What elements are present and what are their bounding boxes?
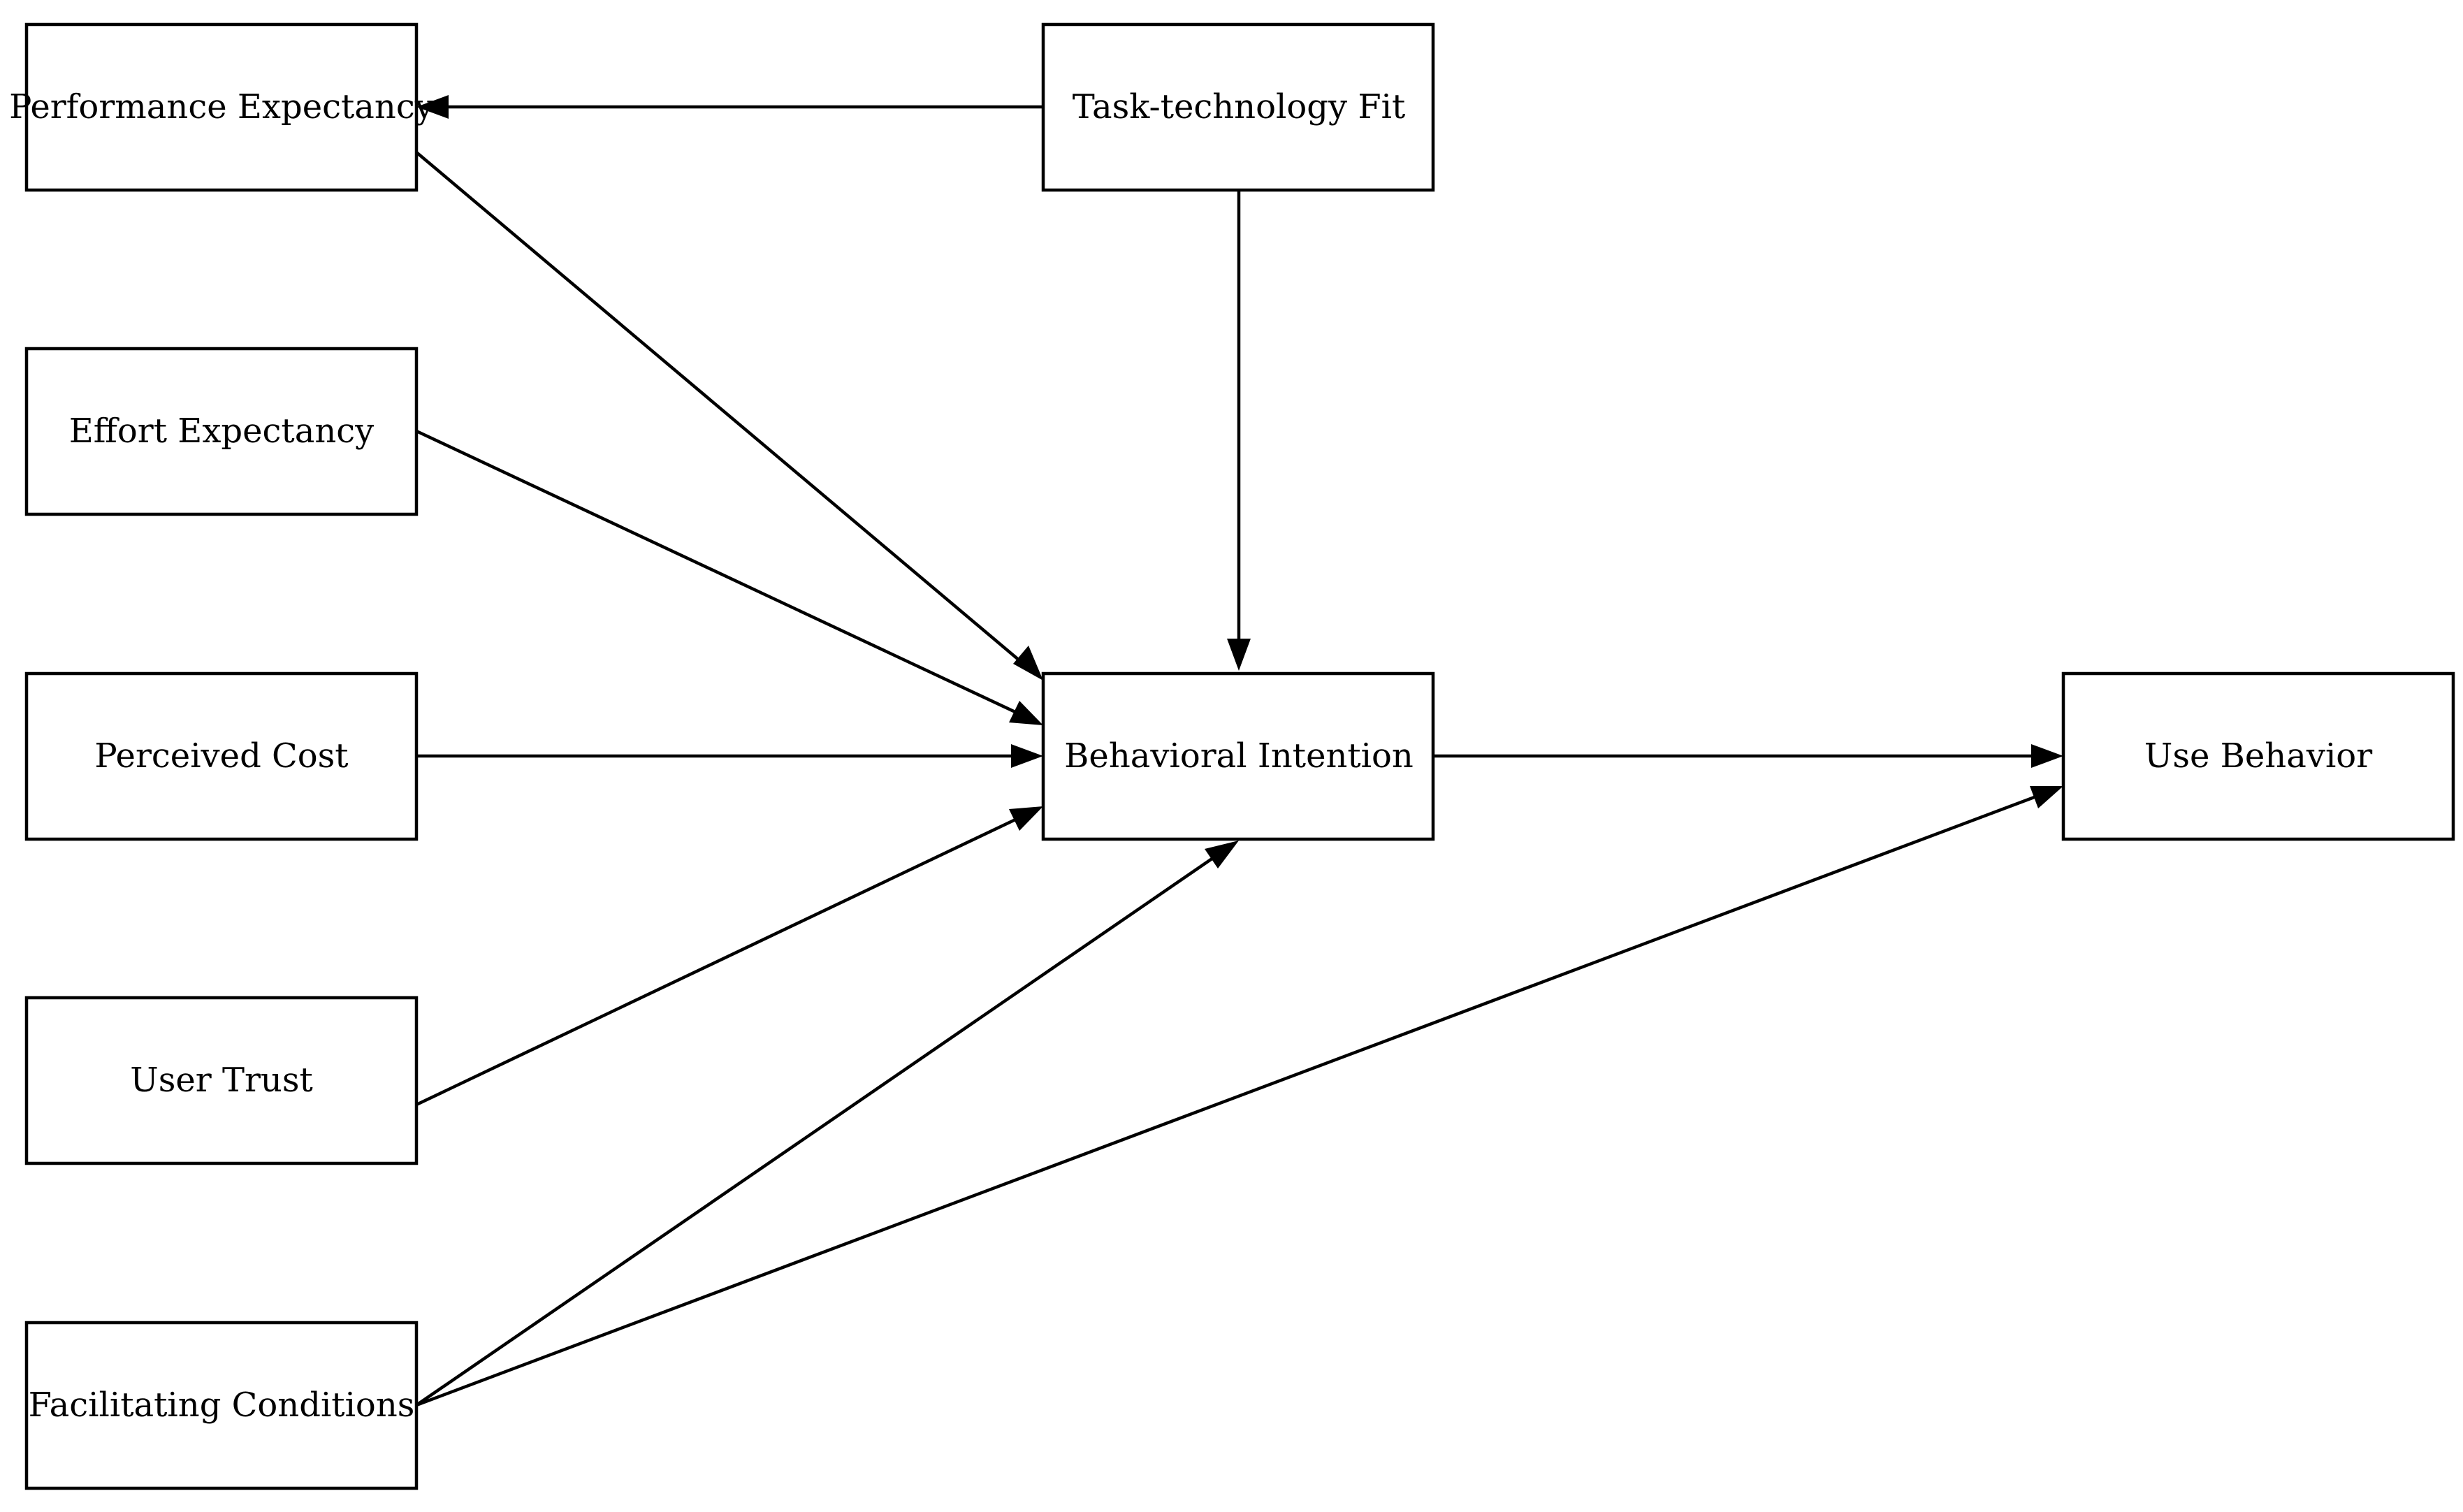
node-box [24, 996, 419, 1165]
edge-facilitating-conditions-to-use-behavior [416, 790, 2048, 1407]
node-box [24, 1321, 419, 1490]
node-box [24, 22, 419, 192]
edge-performance-expectancy-to-behavioral-intention [415, 151, 1031, 670]
edge-user-trust-to-behavioral-intention [416, 812, 1028, 1107]
arrowhead-pc-to-bi [1011, 744, 1043, 768]
arrowhead-pe-to-bi [1013, 646, 1043, 681]
node-box [24, 347, 419, 516]
arrowhead-ut-to-bi [1009, 806, 1043, 831]
edge-effort-expectancy-to-behavioral-intention [416, 429, 1028, 720]
arrowhead-bi-to-ub [2031, 744, 2063, 768]
node-use-behavior: Use Behavior [2061, 671, 2455, 841]
node-effort-expectancy: Effort Expectancy [24, 347, 419, 516]
node-box [24, 671, 419, 841]
node-perceived-cost: Perceived Cost [24, 671, 419, 841]
node-box [2061, 671, 2455, 841]
edges-layer [415, 95, 2063, 1407]
arrowhead-performance-expectancy [416, 95, 449, 119]
arrowhead-ttf-to-bi [1227, 639, 1251, 671]
node-label: Behavioral Intention [1064, 736, 1414, 776]
node-task-technology-fit: Task-technology Fit [1041, 22, 1435, 192]
node-performance-expectancy: Performance Expectancy [9, 22, 434, 192]
node-label: Task-technology Fit [1073, 87, 1406, 126]
node-box [1041, 22, 1435, 192]
nodes-layer: Performance Expectancy Effort Expectancy… [9, 22, 2455, 1490]
node-user-trust: User Trust [24, 996, 419, 1165]
edge-facilitating-conditions-to-behavioral-intention [415, 849, 1226, 1406]
arrowhead-ee-to-bi [1009, 701, 1043, 725]
node-label: Facilitating Conditions [29, 1386, 415, 1425]
node-label: Use Behavior [2144, 736, 2372, 776]
node-behavioral-intention: Behavioral Intention [1041, 671, 1435, 841]
node-label: User Trust [130, 1061, 313, 1100]
arrowhead-fc-to-bi [1205, 841, 1239, 868]
node-label: Performance Expectancy [9, 87, 434, 126]
node-box [1041, 671, 1435, 841]
node-label: Effort Expectancy [69, 412, 374, 451]
arrowhead-fc-to-ub [2030, 786, 2063, 808]
node-label: Perceived Cost [94, 736, 348, 776]
node-facilitating-conditions: Facilitating Conditions [24, 1321, 419, 1490]
